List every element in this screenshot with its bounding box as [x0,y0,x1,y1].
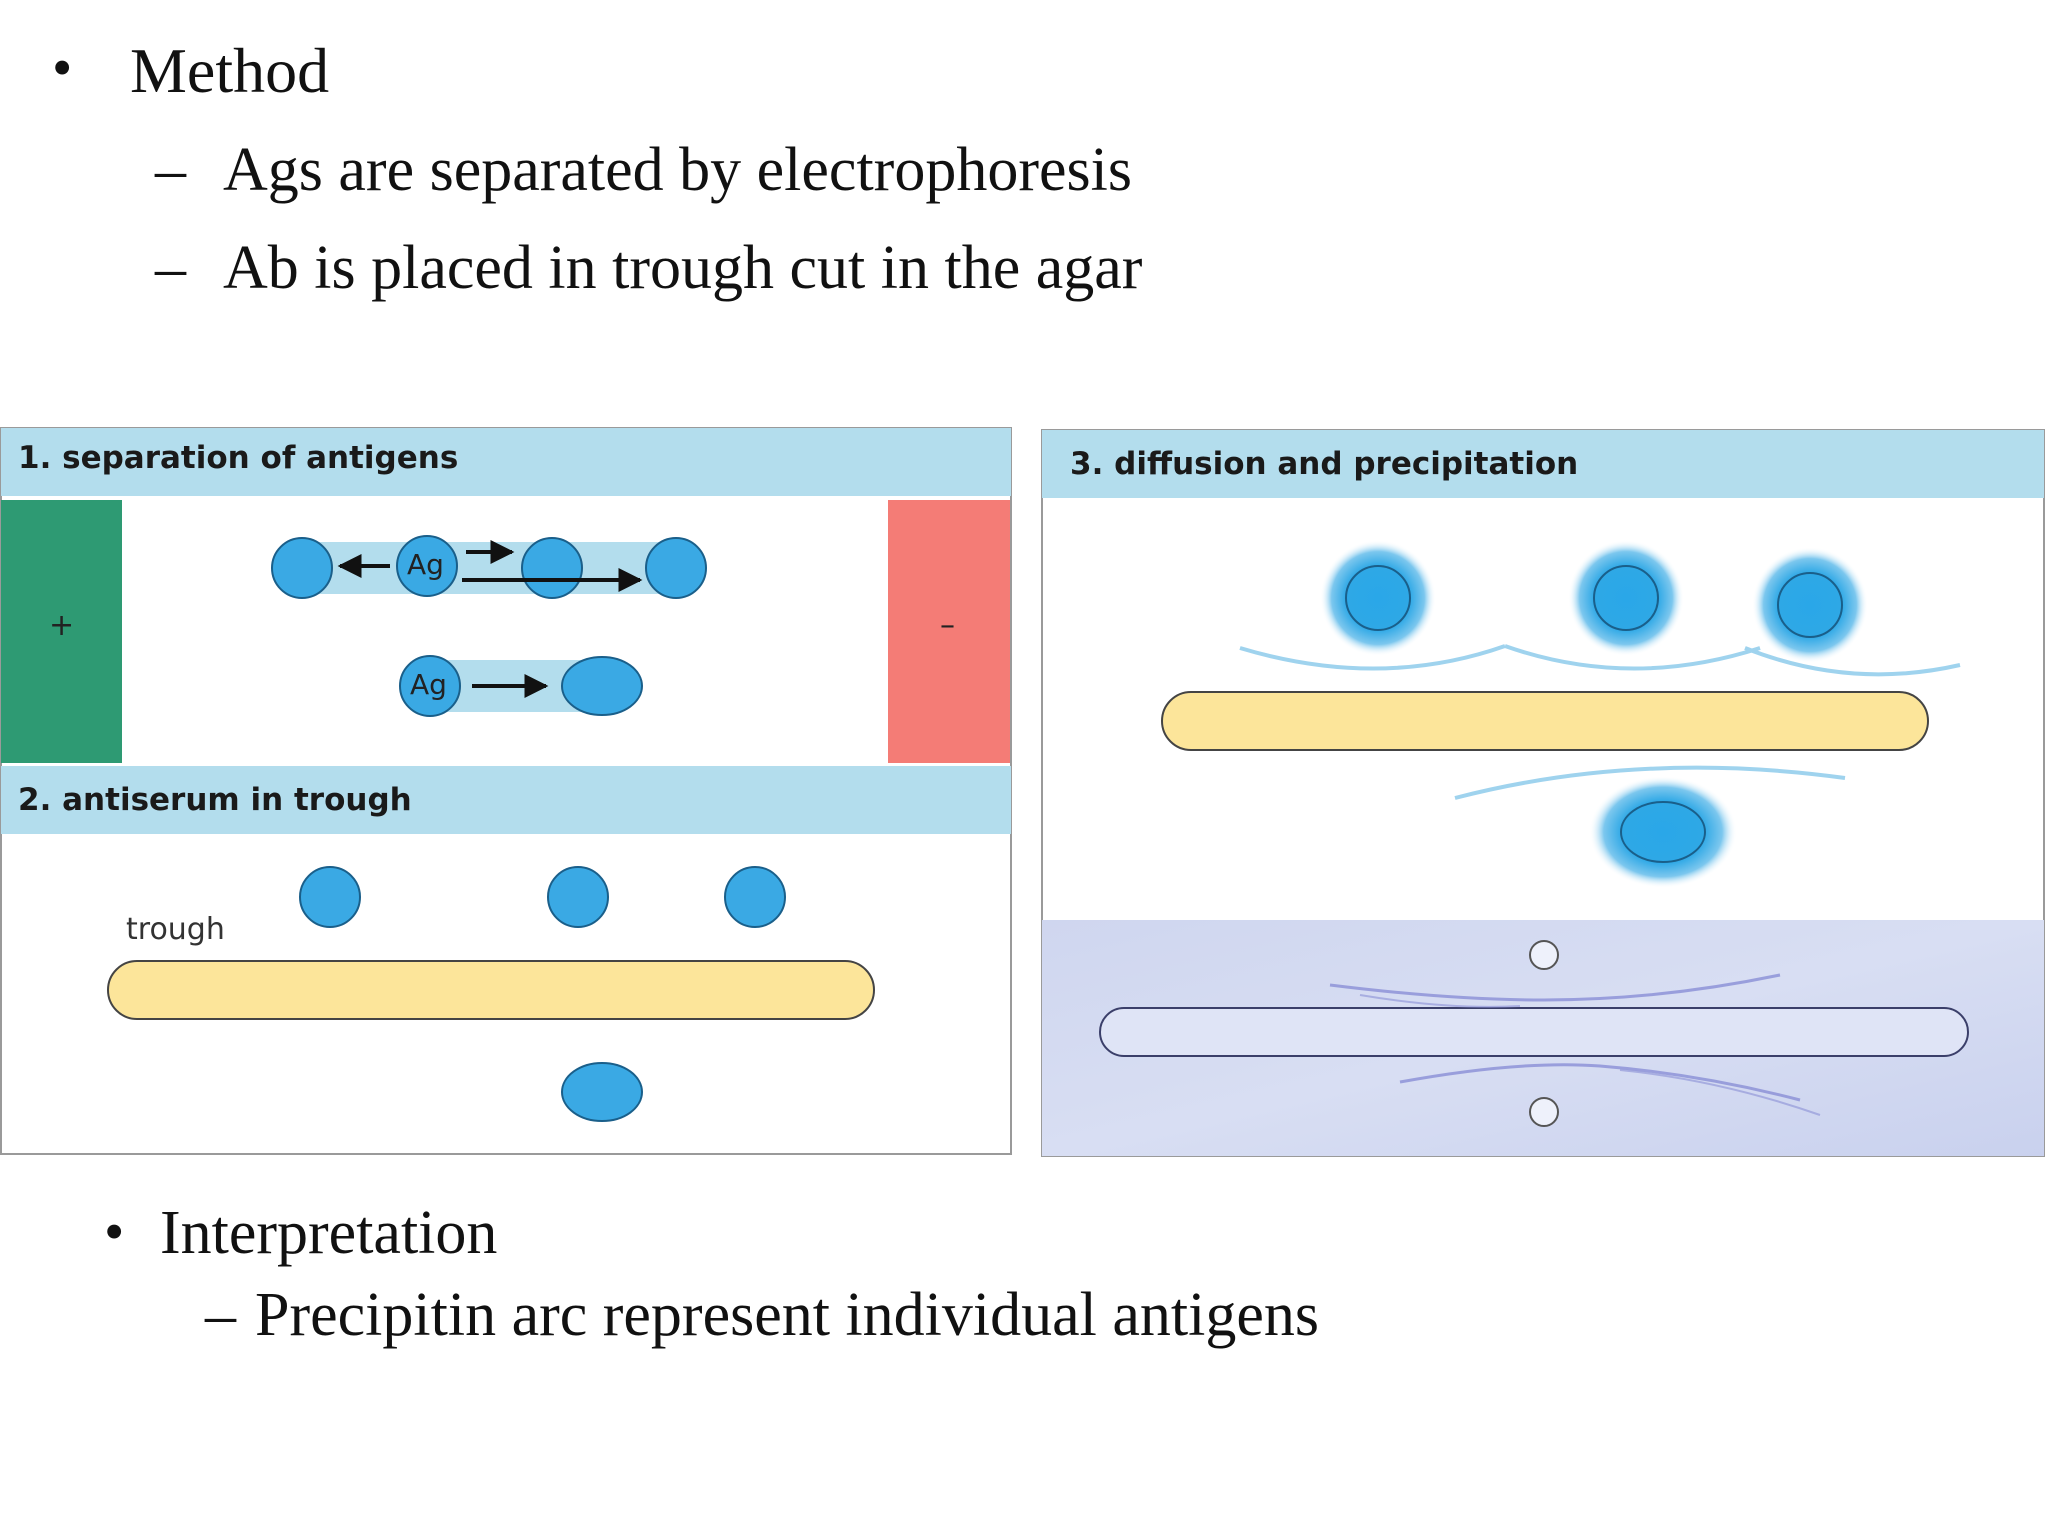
sub-bullet-text-trough: Ab is placed in trough cut in the agar [223,234,1143,302]
photo-precipitin-arc [1359,994,1521,1008]
precipitin-arc [1454,765,1846,800]
diffusing-antigen [1589,776,1737,888]
precipitin-arc [1744,646,1961,677]
trough-label: trough [126,912,225,947]
bullet-text-interpretation: Interpretation [160,1199,498,1267]
bullet-marker: • [104,1199,125,1264]
photo-precipitin-arc [1399,1063,1801,1102]
antigen-core [1593,565,1659,631]
diffusing-antigen [1320,540,1436,656]
panel-1-header [1,428,1011,496]
diffusing-antigen [1752,547,1868,663]
antigen-spot [561,1062,643,1122]
dash-marker: – [205,1281,236,1349]
antigen-core [1620,801,1706,863]
bullet-text-method: Method [130,35,330,106]
photo-well [1529,1097,1559,1127]
antigen-spot [271,537,333,599]
panel-1-title: 1. separation of antigens [18,440,459,476]
panel-1-2 [0,427,1012,1155]
antigen-origin [396,535,458,597]
precipitin-arc [1504,644,1761,671]
trough [107,960,875,1020]
sub-bullet-text-precipitin: Precipitin arc represent individual anti… [255,1281,1319,1349]
photo-precipitin-arc [1619,1069,1821,1116]
antigen-core [1777,572,1843,638]
antigen-origin [399,655,461,717]
bullet-marker: • [52,35,73,100]
photo-precipitin-arc [1329,973,1781,1002]
dash-marker: – [155,136,186,204]
antigen-spot [521,537,583,599]
sub-bullet-text-separation: Ags are separated by electrophoresis [223,136,1132,204]
cathode-block [888,500,1010,763]
precipitin-arc [1239,644,1506,671]
panel-3 [1041,429,2045,1157]
anode-block [1,500,122,763]
panel-3-title: 3. diffusion and precipitation [1070,446,1579,482]
dash-marker: – [155,234,186,302]
diffusing-antigen [1568,540,1684,656]
ag-label-top: Ag [407,548,444,581]
cathode-minus-label: – [940,608,955,643]
antigen-spot [561,656,643,716]
antigen-core [1345,565,1411,631]
antigen-spot [724,866,786,928]
ag-label-bottom: Ag [410,668,447,701]
antigen-spot [645,537,707,599]
panel-3-header [1042,430,2044,498]
panel-2-header [1,766,1011,834]
panel-2-title: 2. antiserum in trough [18,782,412,818]
antigen-spot [547,866,609,928]
trough [1161,691,1929,751]
anode-plus-label: + [49,608,75,643]
antigen-spot [299,866,361,928]
photo-well [1529,940,1559,970]
photo-trough [1099,1007,1969,1057]
